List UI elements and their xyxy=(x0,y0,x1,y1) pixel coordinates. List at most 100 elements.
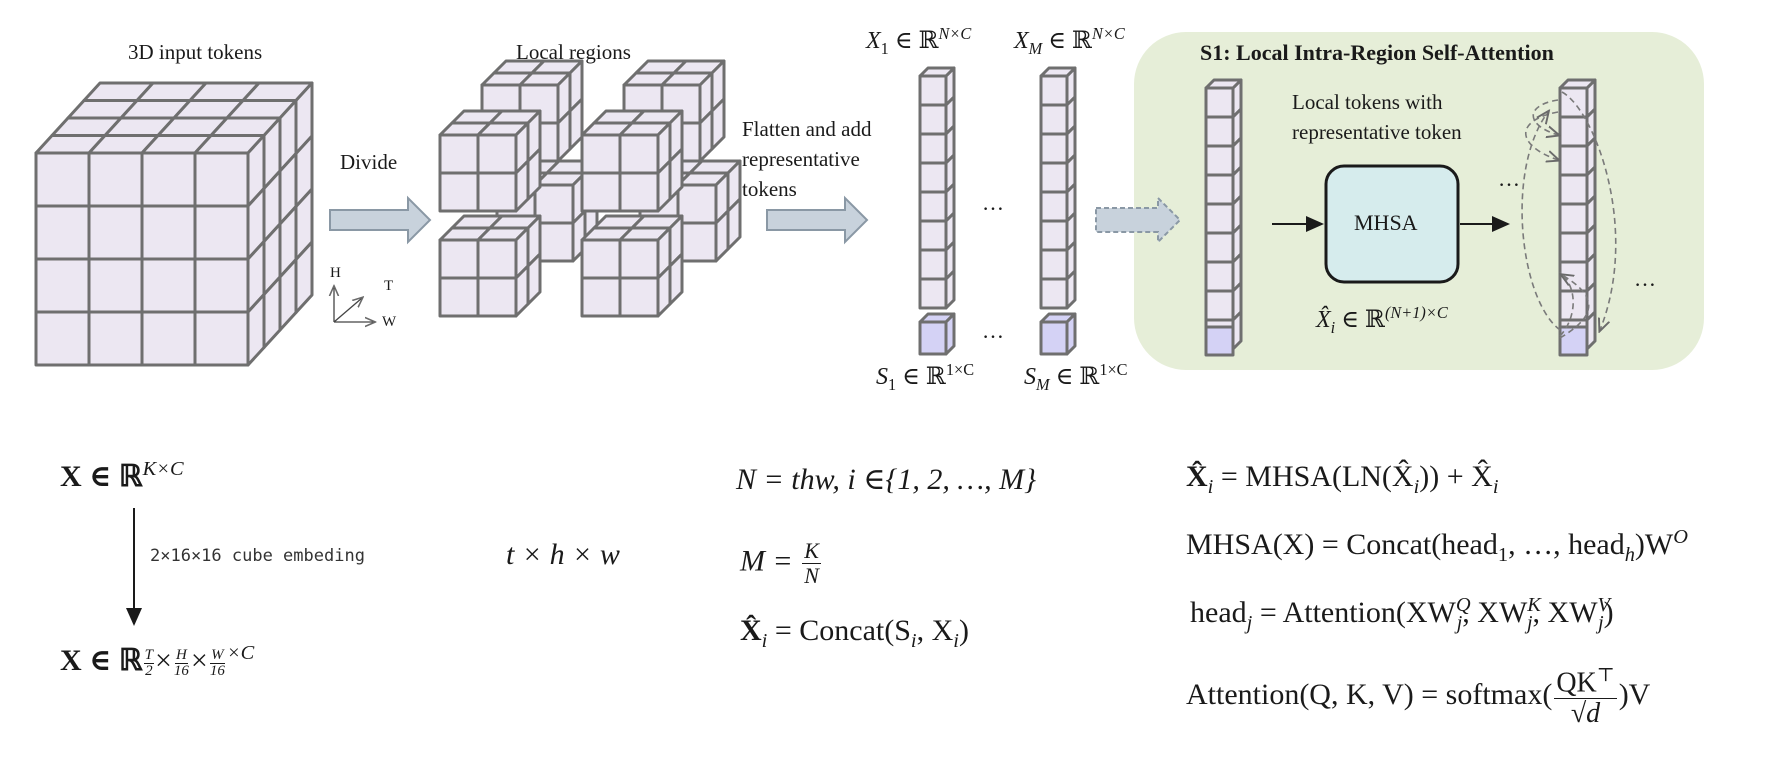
eq-embed-label: 2×16×16 cube embeding xyxy=(150,546,365,566)
mhsa-block xyxy=(1324,164,1460,284)
token-cell xyxy=(918,103,948,136)
token-cell xyxy=(918,74,948,107)
token-cell xyxy=(1039,248,1069,281)
eq-thw: t × h × w xyxy=(506,538,620,571)
token-cell xyxy=(918,190,948,223)
token-cell xyxy=(918,219,948,252)
eq-residual: X̂i = MHSA(LN(X̂i)) + X̂i xyxy=(1186,460,1499,498)
cube-front-cell xyxy=(193,151,250,208)
ellipsis-panel-1: … xyxy=(1498,166,1520,191)
token-cell xyxy=(1558,202,1589,235)
region-cube xyxy=(580,109,684,213)
token-cell xyxy=(1204,260,1235,293)
cube-front-cell xyxy=(34,204,91,261)
eq-head-def: headj = Attention(XWQj, XWKj, XWVj) xyxy=(1190,594,1614,634)
token-cell xyxy=(1558,115,1589,148)
cube-front-cell xyxy=(140,151,197,208)
cube-front-cell xyxy=(476,171,518,213)
panel-local-line2: representative token xyxy=(1292,120,1462,144)
ellipsis-columns-mid: … xyxy=(982,190,1004,215)
token-cell xyxy=(1204,202,1235,235)
eq-attention-def: Attention(Q, K, V) = softmax(QK⊤√d)V xyxy=(1186,665,1651,730)
token-top xyxy=(918,66,956,78)
cube-front-cell xyxy=(438,238,480,280)
region-cube xyxy=(580,214,684,318)
cube-front-cell xyxy=(438,171,480,213)
token-top xyxy=(1039,66,1077,78)
cube-front-cell xyxy=(140,204,197,261)
attention-arcs xyxy=(1521,91,1617,339)
token-cell xyxy=(918,161,948,194)
eq-mhsa-def: MHSA(X) = Concat(head1, …, headh)WO xyxy=(1186,526,1688,566)
token-cell xyxy=(1558,231,1589,264)
region-cube xyxy=(438,109,542,213)
cube-front-cell xyxy=(140,257,197,314)
token-cell xyxy=(1558,144,1589,177)
cube-front-cell xyxy=(476,238,518,280)
cube-front-cell xyxy=(87,257,144,314)
cube-front-cell xyxy=(438,276,480,318)
token-cell xyxy=(1558,173,1589,206)
cube-front-cell xyxy=(476,276,518,318)
label-flatten-2: representative xyxy=(742,147,860,171)
cube-front-cell xyxy=(618,276,660,318)
cube-front-cell xyxy=(618,133,660,175)
panel-rep-token-out xyxy=(1558,325,1589,357)
flatten-arrow xyxy=(766,195,869,245)
column-x1 xyxy=(918,66,956,310)
cube-front-cell xyxy=(618,238,660,280)
label-local-regions: Local regions xyxy=(516,40,631,64)
local-region-cubes xyxy=(438,59,742,318)
panel-local-line1: Local tokens with xyxy=(1292,90,1443,114)
cube-front-cell xyxy=(87,310,144,367)
label-s1-set: S1 ∈ ℝ1×C xyxy=(876,360,975,394)
cube-front-cell xyxy=(580,171,622,213)
ellipsis-columns-bottom: … xyxy=(982,318,1004,343)
label-sm-set: SM ∈ ℝ1×C xyxy=(1024,360,1128,394)
axis-t-label: T xyxy=(384,278,394,294)
rep-token-front xyxy=(1039,320,1069,356)
token-cell xyxy=(1039,103,1069,136)
cube-front-cell xyxy=(87,204,144,261)
axis-w-label: W xyxy=(382,314,397,330)
cube-front-cell xyxy=(676,221,718,263)
token-cell xyxy=(1039,277,1069,310)
cube-front-cell xyxy=(34,310,91,367)
cube-front-cell xyxy=(476,133,518,175)
token-cell xyxy=(1039,161,1069,194)
cube-front-cell xyxy=(193,204,250,261)
token-cell xyxy=(1204,144,1235,177)
cube-front-cell xyxy=(34,151,91,208)
cube-front-cell xyxy=(618,171,660,213)
token-cell xyxy=(1039,219,1069,252)
input-token-cube xyxy=(34,81,314,367)
cube-front-cell xyxy=(580,276,622,318)
cube-front-cell xyxy=(438,133,480,175)
eq-n-def: N = thw, i ∈{1, 2, …, M} xyxy=(736,463,1037,496)
token-cell xyxy=(1204,115,1235,148)
label-x1-set: X1 ∈ ℝN×C xyxy=(866,24,972,58)
panel-rep-token-in xyxy=(1204,325,1235,357)
token-top xyxy=(1204,78,1243,90)
panel-column-in xyxy=(1204,78,1243,351)
label-divide: Divide xyxy=(340,150,398,174)
axis-glyph xyxy=(334,287,374,322)
token-cell xyxy=(918,248,948,281)
divide-arrow xyxy=(329,195,432,245)
label-flatten-1: Flatten and add xyxy=(742,117,872,141)
token-cell xyxy=(1204,173,1235,206)
token-cell xyxy=(918,132,948,165)
cube-front-cell xyxy=(193,257,250,314)
token-columns xyxy=(918,66,1597,357)
eq-xi-concat: X̂i = Concat(Si, Xi) xyxy=(740,614,969,652)
token-cell xyxy=(1204,86,1235,119)
token-cell xyxy=(1039,132,1069,165)
token-cell xyxy=(918,277,948,310)
token-cell xyxy=(1204,231,1235,264)
mhsa-label: MHSA xyxy=(1354,210,1418,235)
rep-token-sm xyxy=(1039,312,1077,356)
cube-front-cell xyxy=(676,183,718,225)
